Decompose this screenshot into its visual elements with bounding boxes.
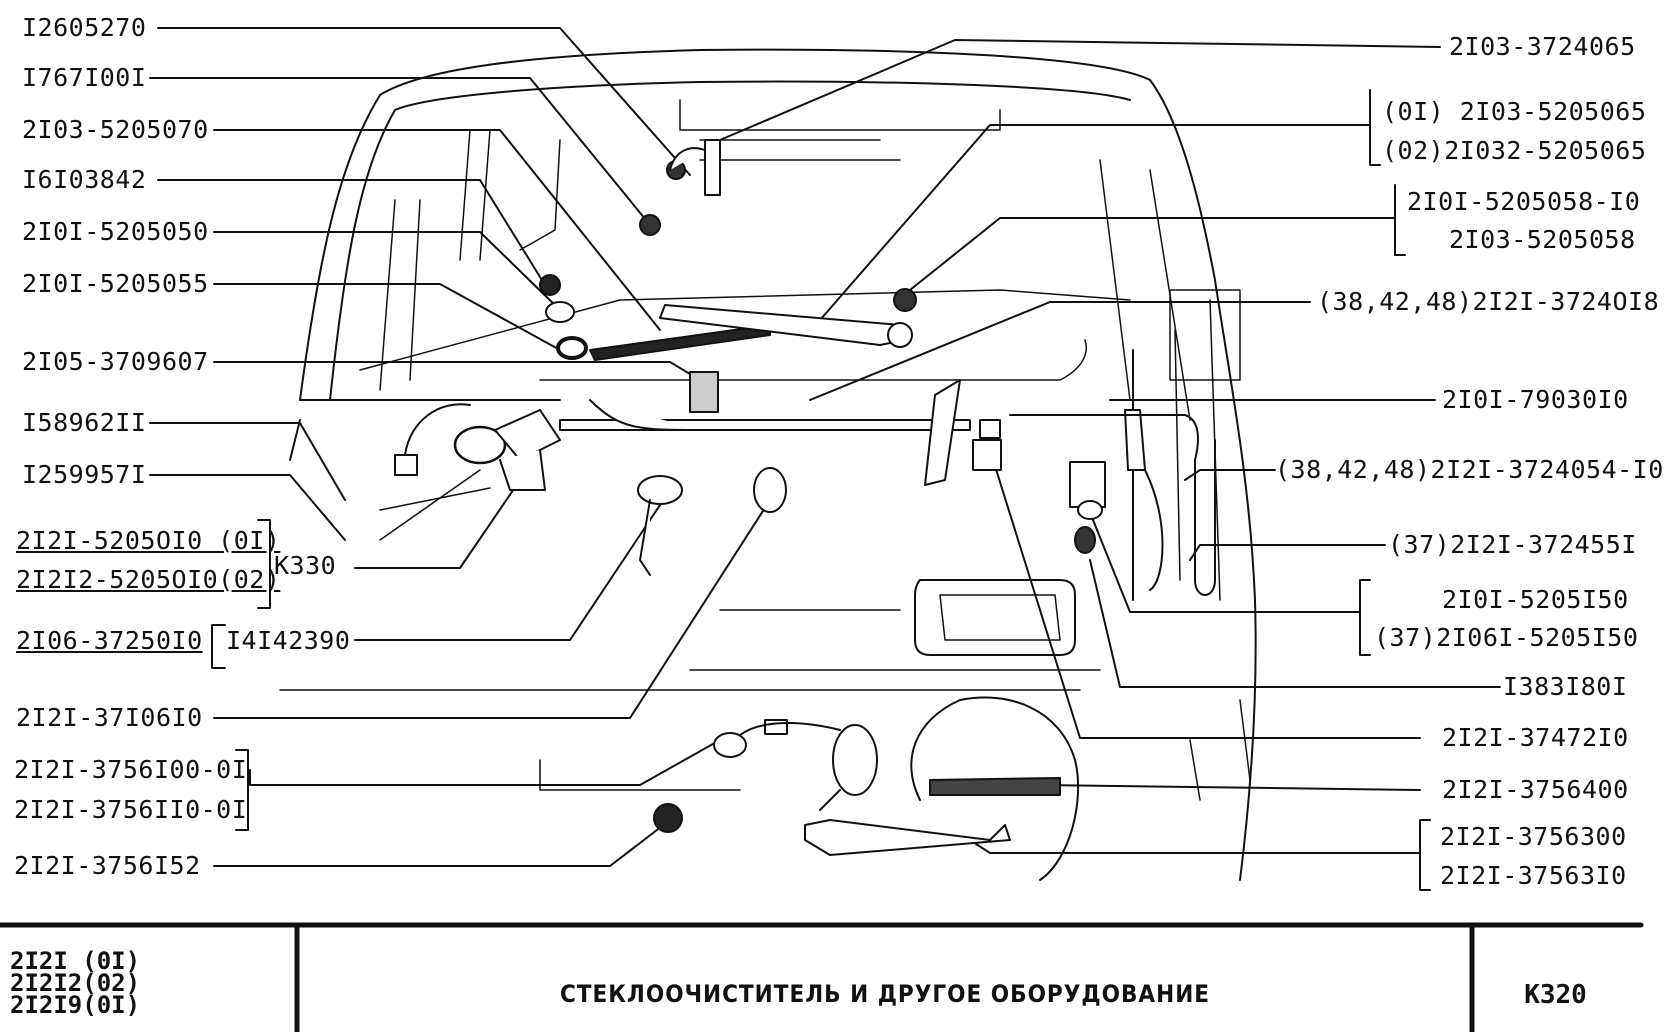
part-number-label[interactable]: 2I0I-5205055 — [22, 269, 209, 298]
sheet-title: СТЕКЛООЧИСТИТЕЛЬ И ДРУГОЕ ОБОРУДОВАНИЕ — [559, 980, 1211, 1008]
washer-part — [556, 336, 588, 360]
part-number-label[interactable]: 2I2I-3756400 — [1442, 775, 1629, 804]
part-number-label[interactable]: (0I) 2I03-5205065 — [1382, 97, 1647, 126]
part-number-label[interactable]: 2I06-37250I0 — [16, 626, 203, 655]
part-number-label[interactable]: I259957I — [22, 460, 147, 489]
rear-wiper-arm — [804, 819, 1011, 856]
nut-part — [539, 274, 561, 296]
part-number-label[interactable]: I6I03842 — [22, 165, 147, 194]
part-number-label[interactable]: 2I2I2-5205OI0(02) — [16, 565, 281, 594]
model-list: 2I2I (0I) 2I2I2(02) 2I2I9(0I) — [10, 947, 141, 1019]
leader-lines-right — [719, 39, 1501, 891]
part-number-label[interactable]: I2605270 — [22, 13, 147, 42]
bush-part — [545, 301, 575, 323]
part-number-label[interactable]: I767I00I — [22, 63, 147, 92]
model-item: 2I2I9(0I) — [10, 991, 141, 1019]
part-number-label[interactable]: 2I2I-37I06I0 — [16, 703, 203, 732]
model-item: 2I2I (0I) — [10, 947, 141, 975]
washer-clip — [689, 371, 719, 413]
switch-lever — [924, 379, 961, 486]
rear-wiper-blade — [929, 777, 1061, 796]
sheet-code: K320 — [1524, 980, 1587, 1010]
part-number-label[interactable]: (38,42,48)2I2I-3724054-I0 — [1275, 455, 1664, 484]
antenna-part — [1124, 349, 1146, 471]
part-number-label[interactable]: 2I2I-3756300 — [1440, 822, 1627, 851]
part-number-label[interactable]: 2I2I-37563I0 — [1440, 861, 1627, 890]
part-number-label[interactable]: 2I2I-3756I52 — [14, 851, 201, 880]
bracket-lines-left — [211, 519, 271, 831]
title-block-frame — [0, 922, 1644, 1032]
part-number-label[interactable]: 2I0I-5205050 — [22, 217, 209, 246]
sheet-ref-label[interactable]: K330 — [274, 551, 337, 580]
leader-lines-left — [149, 27, 771, 867]
washer-hose — [1009, 414, 1216, 596]
part-number-label[interactable]: 2I05-3709607 — [22, 347, 209, 376]
rear-wiper-motor — [832, 724, 878, 796]
part-number-label[interactable]: (38,42,48)2I2I-3724OI8 — [1317, 287, 1660, 316]
wiper-motor — [394, 403, 561, 491]
relay-part — [1069, 461, 1106, 508]
part-number-label[interactable]: 2I2I-3756II0-0I — [14, 795, 248, 824]
part-number-label[interactable]: (37)2I2I-372455I — [1388, 530, 1637, 559]
part-number-label[interactable]: 2I2I-37472I0 — [1442, 723, 1629, 752]
part-number-label[interactable]: 2I03-3724065 — [1449, 32, 1636, 61]
part-number-label[interactable]: 2I0I-79030I0 — [1442, 385, 1629, 414]
model-item: 2I2I2(02) — [10, 969, 141, 997]
part-number-label[interactable]: 2I03-5205070 — [22, 115, 209, 144]
part-number-label[interactable]: 2I0I-5205058-I0 — [1407, 187, 1641, 216]
part-number-label[interactable]: 2I2I-5205OI0 (0I) — [16, 526, 281, 555]
part-number-label[interactable]: (02)2I032-5205065 — [1382, 136, 1647, 165]
wiper-blade — [589, 324, 771, 361]
part-number-label[interactable]: 2I03-5205058 — [1449, 225, 1636, 254]
part-number-label[interactable]: (37)2I06I-5205I50 — [1374, 623, 1639, 652]
vehicle-body-outline — [279, 48, 1257, 881]
lamp-part — [637, 475, 683, 505]
part-number-label[interactable]: 2I0I-5205I50 — [1442, 585, 1629, 614]
parts-group — [394, 139, 1216, 856]
part-number-label[interactable]: I4I42390 — [226, 626, 351, 655]
part-number-label[interactable]: I58962II — [22, 408, 147, 437]
part-number-label[interactable]: I383I80I — [1503, 672, 1628, 701]
part-number-label[interactable]: 2I2I-3756I00-0I — [14, 755, 248, 784]
